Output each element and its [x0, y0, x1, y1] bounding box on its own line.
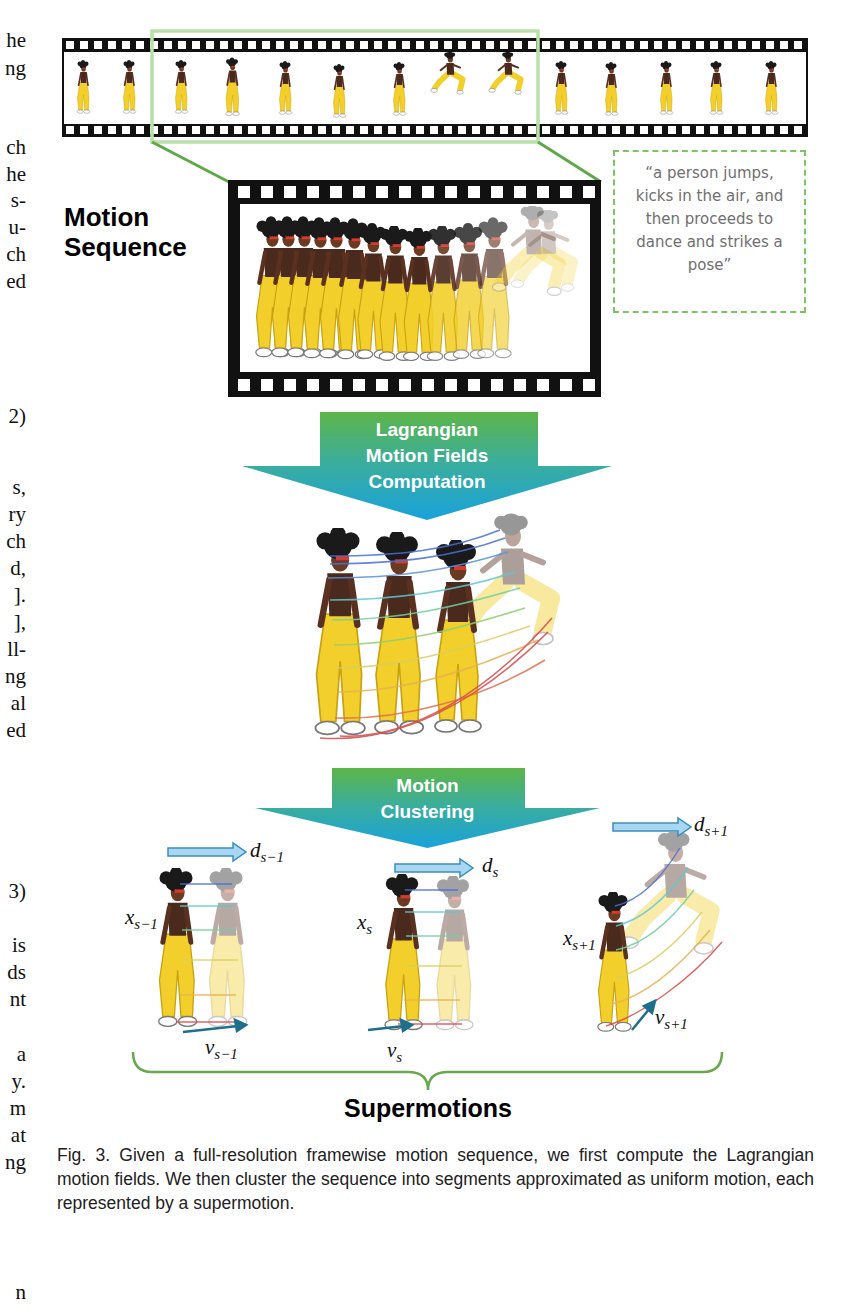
- process-arrow: Motion Clustering: [255, 768, 600, 848]
- margin-text: ed: [6, 718, 26, 742]
- margin-text: is: [12, 933, 26, 957]
- arrow-fill: [242, 412, 612, 520]
- math-symbol: ds: [482, 853, 498, 884]
- margin-text: ds: [7, 960, 26, 984]
- margin-text: he: [6, 162, 26, 186]
- margin-text: ].: [14, 583, 26, 607]
- margin-text: ch: [6, 135, 26, 159]
- margin-text: 2): [9, 404, 27, 428]
- margin-text: d,: [10, 556, 26, 580]
- symbol-subscript: s−1: [261, 849, 284, 865]
- process-arrow: Lagrangian Motion Fields Computation: [242, 412, 612, 520]
- margin-text: a: [17, 1042, 26, 1066]
- math-symbol: ds+1: [694, 812, 728, 843]
- margin-text: ry: [9, 502, 27, 526]
- margin-text: ch: [6, 242, 26, 266]
- symbol-subscript: s: [366, 921, 372, 937]
- margin-text: s-: [11, 188, 26, 212]
- margin-text: al: [11, 691, 26, 715]
- symbol-base: x: [125, 905, 134, 929]
- symbol-base: d: [482, 853, 493, 877]
- node-text: Lagrangian Motion Fields Computation: [352, 417, 502, 495]
- margin-text: ch: [6, 529, 26, 553]
- symbol-base: d: [250, 838, 261, 862]
- arrow-fill: [255, 768, 600, 848]
- symbol-subscript: s+1: [664, 1016, 687, 1032]
- symbol-base: v: [655, 1005, 664, 1029]
- math-symbol: vs−1: [205, 1035, 238, 1066]
- math-symbol: vs: [387, 1038, 402, 1069]
- margin-text: m: [10, 1096, 26, 1120]
- margin-text: 3): [9, 879, 27, 903]
- math-symbol: xs: [357, 910, 372, 941]
- math-symbol: vs+1: [655, 1005, 688, 1036]
- group-title: Supermotions: [0, 1093, 856, 1123]
- symbol-base: d: [694, 812, 705, 836]
- node-text: Motion Sequence: [64, 202, 214, 262]
- symbol-base: x: [563, 926, 572, 950]
- margin-text: nt: [10, 987, 26, 1011]
- film-strip: Motion Sequence: [228, 180, 601, 397]
- margin-text: he: [6, 28, 26, 52]
- figure-caption: Fig. 3. Given a full-resolution framewis…: [57, 1143, 814, 1215]
- symbol-base: v: [205, 1035, 214, 1059]
- symbol-base: x: [357, 910, 366, 934]
- margin-text: ],: [14, 610, 26, 634]
- margin-text: ed: [6, 269, 26, 293]
- symbol-subscript: s+1: [572, 937, 595, 953]
- margin-text: ng: [5, 56, 26, 80]
- math-symbol: ds−1: [250, 838, 284, 869]
- margin-text: s,: [13, 475, 26, 499]
- margin-text: ng: [5, 1150, 26, 1174]
- symbol-subscript: s−1: [134, 916, 157, 932]
- math-symbol: xs−1: [125, 905, 158, 936]
- node-text: Motion Clustering: [367, 773, 489, 825]
- margin-text: ll-: [7, 637, 26, 661]
- margin-text: u-: [9, 215, 27, 239]
- symbol-subscript: s−1: [214, 1046, 237, 1062]
- quote-box: “a person jumps, kicks in the air, and t…: [613, 150, 806, 313]
- margin-text: y.: [12, 1069, 26, 1093]
- symbol-subscript: s+1: [705, 823, 728, 839]
- symbol-subscript: s: [493, 864, 499, 880]
- symbol-base: v: [387, 1038, 396, 1062]
- node-text: “a person jumps, kicks in the air, and t…: [615, 152, 804, 287]
- symbol-subscript: s: [396, 1049, 402, 1065]
- margin-text: n: [16, 1280, 27, 1304]
- math-symbol: xs+1: [563, 926, 596, 957]
- margin-text: ng: [5, 664, 26, 688]
- margin-text: at: [11, 1123, 26, 1147]
